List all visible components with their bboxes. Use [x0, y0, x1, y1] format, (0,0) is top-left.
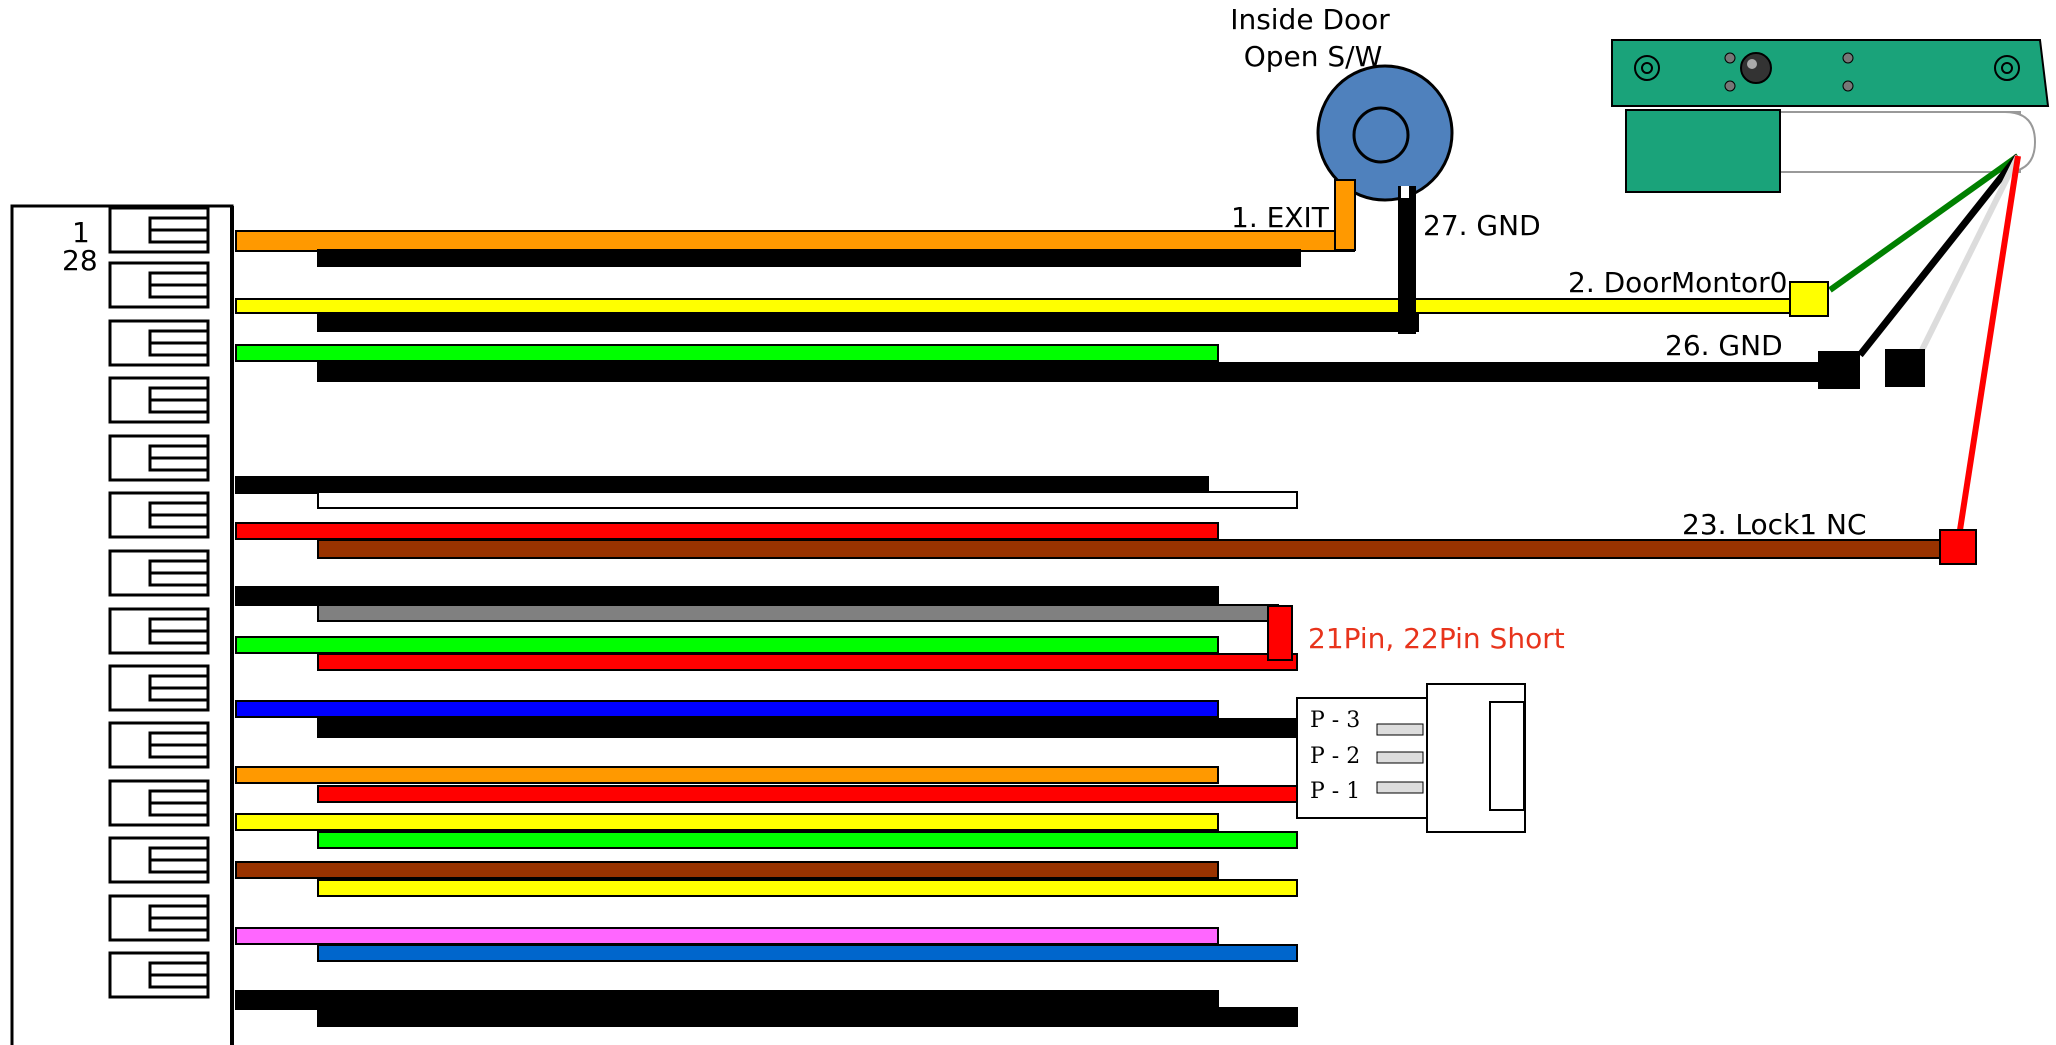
wire-pin-16 [317, 944, 1298, 962]
switch-title-line2: Open S/W [1244, 40, 1383, 73]
wire-pin-20 [317, 718, 1298, 738]
wire-pin-14 [235, 990, 1219, 1010]
short-jumper [1267, 605, 1293, 661]
wire-pin-9 [235, 700, 1219, 718]
wire-pin-12 [235, 861, 1219, 879]
wire-pin-27 [317, 312, 1419, 332]
lock-nc-splice [1939, 529, 1977, 565]
wire-pin-2 [235, 298, 1795, 314]
terminal-slot [108, 434, 210, 482]
connector-p3-label: P - 3 [1310, 708, 1360, 733]
wire-pin-22 [317, 604, 1279, 622]
terminal-slot [108, 779, 210, 827]
wire-pin-21 [317, 653, 1298, 671]
terminal-connector-icon [10, 204, 234, 1045]
terminal-slot [108, 261, 210, 309]
wire-pin-10 [235, 766, 1219, 784]
wire-pin-8 [235, 636, 1219, 654]
wire-pin-19 [317, 785, 1298, 803]
wire-pin-15 [317, 1007, 1298, 1027]
wire-pin-11 [235, 813, 1219, 831]
three-pin-connector [1296, 683, 1526, 833]
gnd27-wire-gap [1401, 186, 1409, 198]
connector-p2-label: P - 2 [1310, 744, 1360, 769]
terminal-slot [108, 491, 210, 539]
lock-lead-red [1957, 155, 2021, 531]
gnd26-splice-right [1885, 349, 1925, 387]
connector-p1-label: P - 1 [1310, 779, 1360, 804]
wire-pin-5 [235, 476, 1209, 494]
pin-1-label: 1 [72, 216, 90, 249]
terminal-slot [108, 376, 210, 424]
wire-pin-26 [317, 362, 1821, 382]
door-monitor-label: 2. DoorMontor0 [1568, 266, 1787, 299]
terminal-slot [108, 607, 210, 655]
lock-lead-black [1857, 153, 2021, 358]
switch-title-line1: Inside Door [1230, 3, 1390, 36]
terminal-slot [108, 894, 210, 942]
lock-lead-green [1828, 153, 2020, 293]
wire-pin-24 [317, 491, 1298, 509]
lock-lead-white [1919, 154, 2021, 352]
door-lock-icon [1611, 39, 2050, 193]
terminal-slot [108, 836, 210, 884]
gnd27-wire-riser [1398, 186, 1416, 334]
gnd26-splice-left [1818, 351, 1860, 389]
terminal-slot [108, 206, 210, 254]
wire-bundle [235, 230, 1943, 1027]
pin-28-label: 28 [62, 244, 98, 277]
wire-pin-1 [235, 230, 1355, 252]
exit-label: 1. EXIT [1231, 201, 1330, 234]
terminal-slot [108, 721, 210, 769]
wire-pin-28 [317, 249, 1301, 267]
terminal-slot [108, 319, 210, 367]
terminal-slot [108, 951, 210, 999]
wire-pin-3 [235, 344, 1219, 362]
terminal-slot [108, 664, 210, 712]
wire-pin-17 [317, 879, 1298, 897]
wire-pin-18 [317, 831, 1298, 849]
wire-pin-7 [235, 586, 1219, 606]
wire-pin-23 [317, 539, 1943, 559]
push-button-icon [1316, 64, 1454, 202]
gnd26-label: 26. GND [1665, 329, 1783, 362]
short-label: 21Pin, 22Pin Short [1308, 622, 1565, 655]
terminal-slot [108, 549, 210, 597]
door-monitor-splice [1789, 281, 1829, 317]
exit-wire-riser [1334, 179, 1356, 251]
wire-pin-6 [235, 522, 1219, 540]
wire-pin-13 [235, 927, 1219, 945]
lock-nc-label: 23. Lock1 NC [1682, 508, 1867, 541]
gnd27-label: 27. GND [1423, 209, 1541, 242]
